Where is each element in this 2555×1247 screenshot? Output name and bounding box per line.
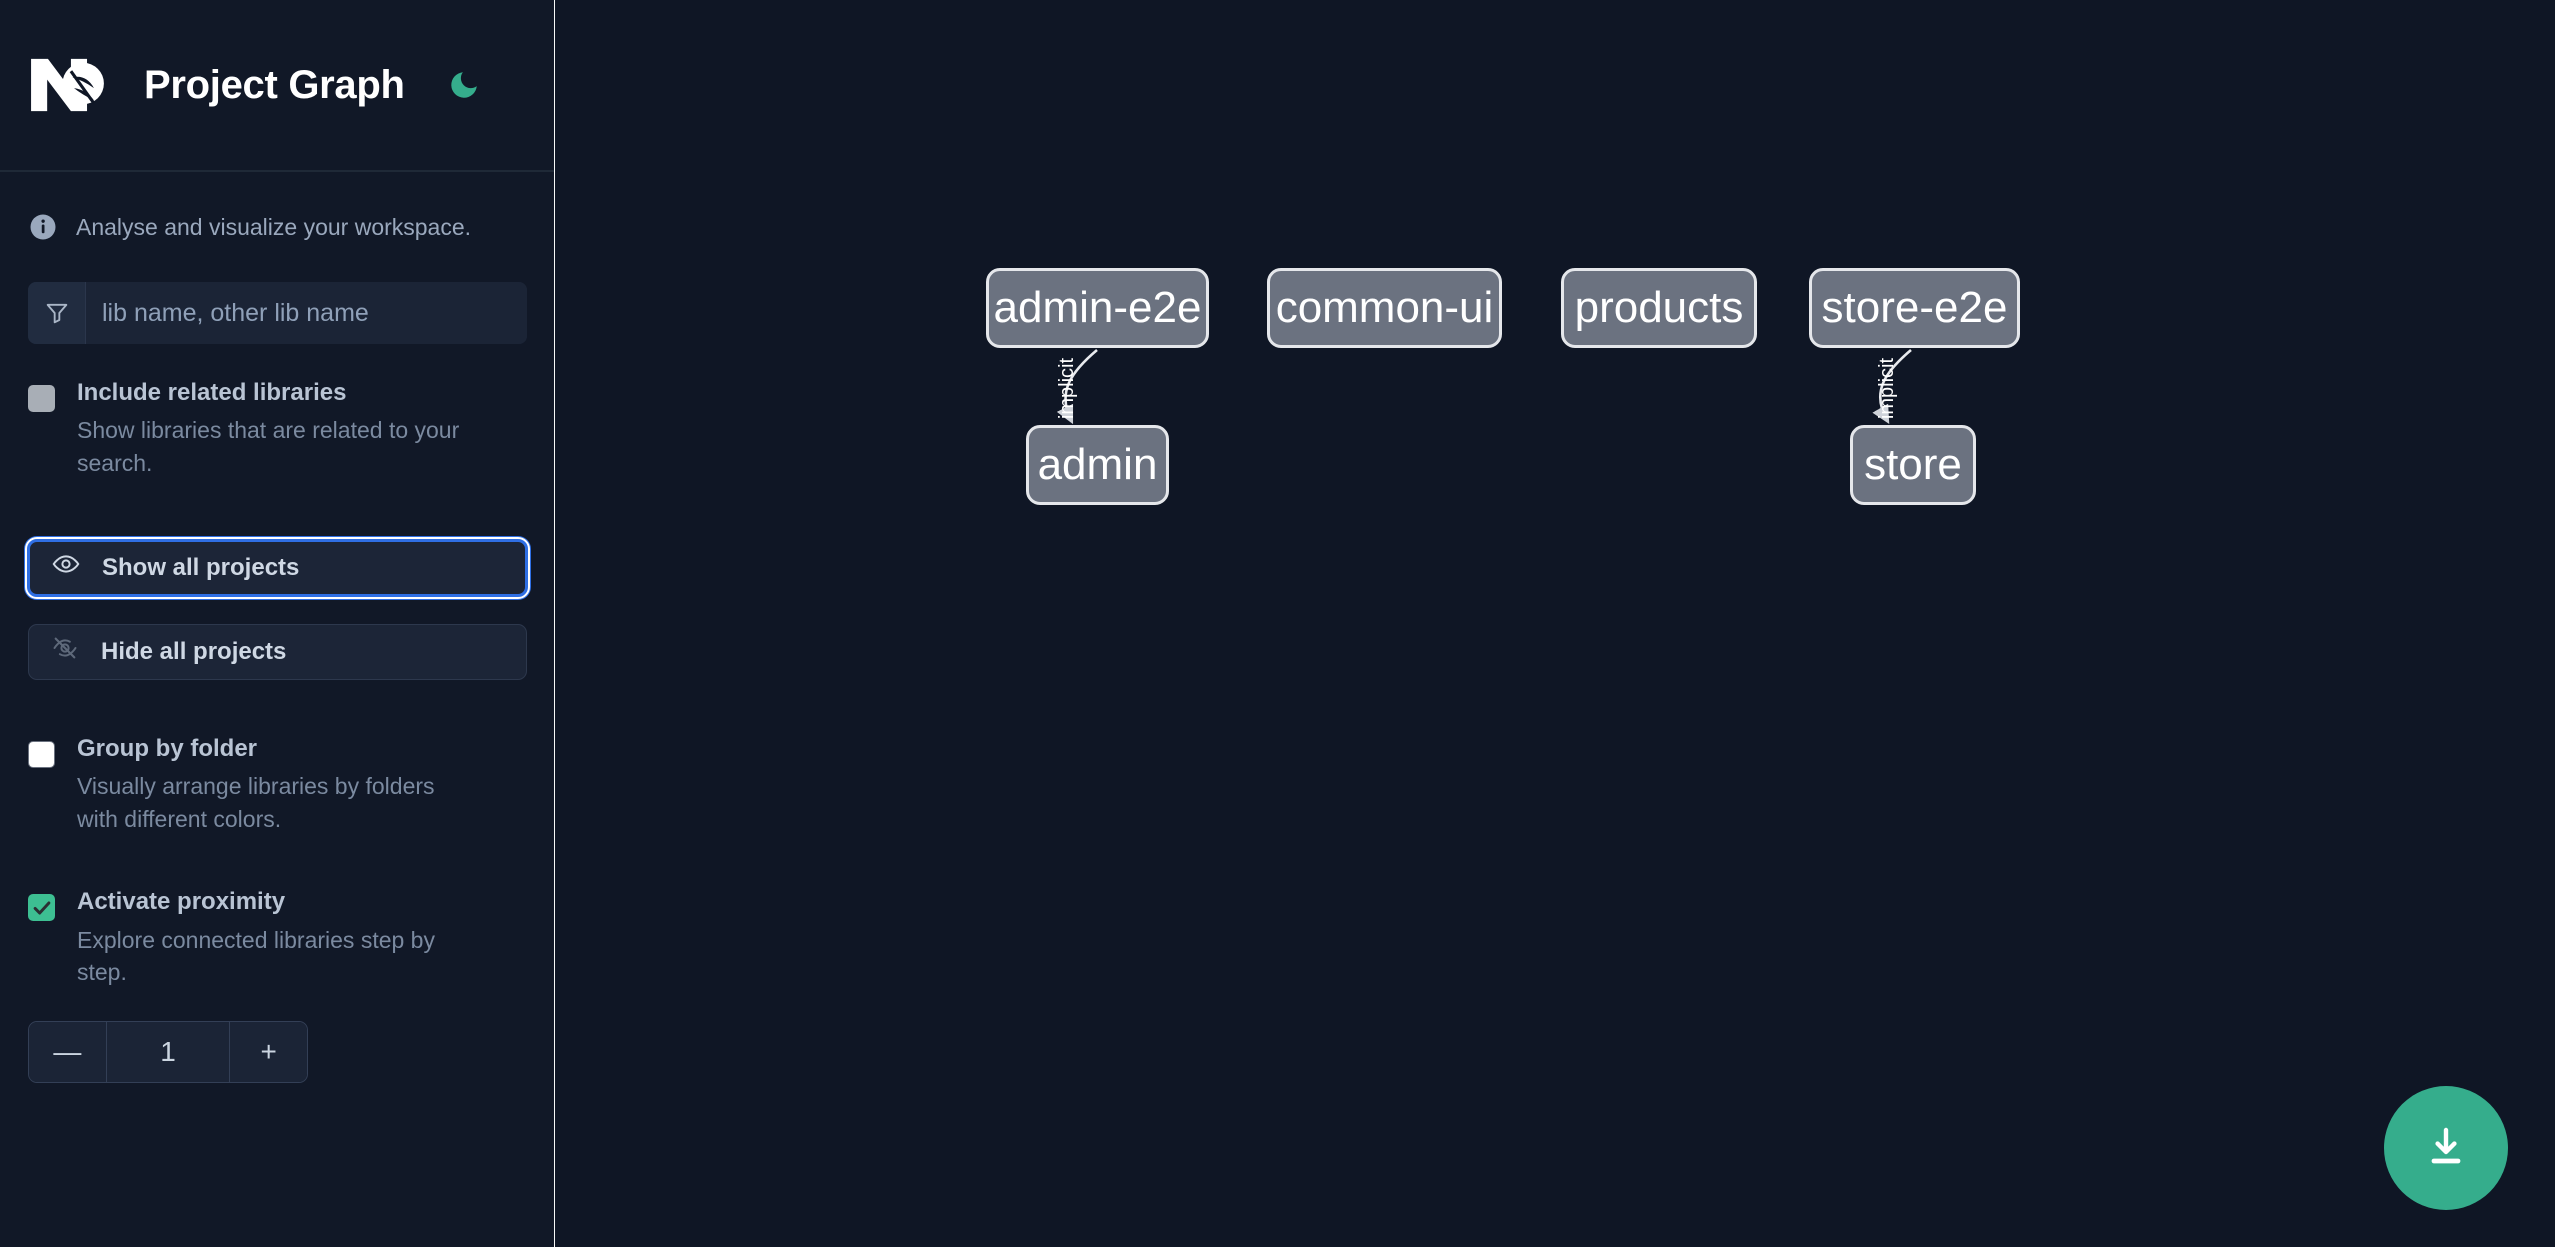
option-label: Activate proximity [77, 888, 286, 916]
option-group-by-folder[interactable]: Group by folder Visually arrange librari… [28, 734, 527, 836]
proximity-stepper: — 1 + [28, 1021, 308, 1084]
graph-node-label: common-ui [1275, 283, 1494, 332]
sidebar-header: Project Graph [0, 0, 555, 172]
moon-icon[interactable] [443, 64, 485, 106]
eye-off-icon [51, 634, 79, 669]
info-icon [28, 212, 58, 242]
show-all-projects-label: Show all projects [102, 553, 300, 581]
edge-admin-e2e-admin [1056, 349, 1098, 425]
graph-node-label: products [1574, 283, 1744, 332]
graph-node-common-ui[interactable]: common-ui [1267, 268, 1502, 348]
proximity-decrement-button[interactable]: — [29, 1022, 107, 1083]
graph-node-label: store [1864, 440, 1962, 489]
edge-store-e2e-store [1872, 349, 1912, 424]
workspace-info-text: Analyse and visualize your workspace. [76, 213, 472, 240]
graph-node-label: store-e2e [1821, 283, 2008, 332]
sidebar-body: Analyse and visualize your workspace. In… [0, 172, 555, 1084]
option-description: Visually arrange libraries by folders wi… [77, 773, 435, 832]
option-activate-proximity[interactable]: Activate proximity Explore connected lib… [28, 889, 527, 989]
project-graph-canvas[interactable]: admin-e2e common-ui products store-e2e a… [571, 0, 2555, 1247]
graph-node-store-e2e[interactable]: store-e2e [1809, 268, 2020, 348]
filter-search [28, 282, 527, 344]
checkbox-include-related-libraries[interactable] [28, 385, 55, 412]
option-label: Include related libraries [77, 379, 347, 406]
checkbox-group-by-folder[interactable] [28, 740, 55, 768]
page-title: Project Graph [144, 62, 405, 107]
nx-logo-icon [28, 54, 120, 116]
graph-node-admin[interactable]: admin [1026, 425, 1169, 505]
funnel-icon[interactable] [28, 282, 86, 344]
graph-edges [1056, 349, 1912, 425]
download-graph-button[interactable] [2384, 1086, 2508, 1210]
hide-all-projects-button[interactable]: Hide all projects [28, 623, 527, 680]
download-icon [2422, 1123, 2470, 1174]
graph-node-store[interactable]: store [1850, 425, 1976, 505]
sidebar: Project Graph Analyse and visualize your… [0, 0, 555, 1247]
option-description: Explore connected libraries step by step… [77, 926, 435, 986]
proximity-increment-button[interactable]: + [230, 1022, 307, 1083]
graph-node-label: admin [1037, 440, 1158, 489]
proximity-value: 1 [106, 1022, 231, 1083]
graph-node-label: admin-e2e [993, 283, 1202, 332]
option-description: Show libraries that are related to your … [77, 417, 460, 477]
sidebar-scrollbar-track[interactable] [554, 0, 555, 1247]
show-all-projects-button[interactable]: Show all projects [25, 536, 530, 599]
workspace-info: Analyse and visualize your workspace. [28, 172, 527, 282]
option-include-related-libraries[interactable]: Include related libraries Show libraries… [28, 379, 527, 480]
eye-icon [52, 550, 80, 585]
option-label: Group by folder [77, 734, 257, 762]
checkbox-activate-proximity[interactable] [28, 894, 55, 922]
hide-all-projects-label: Hide all projects [101, 637, 287, 665]
graph-node-admin-e2e[interactable]: admin-e2e [986, 268, 1209, 348]
graph-node-products[interactable]: products [1561, 268, 1757, 348]
search-input[interactable] [86, 282, 527, 344]
